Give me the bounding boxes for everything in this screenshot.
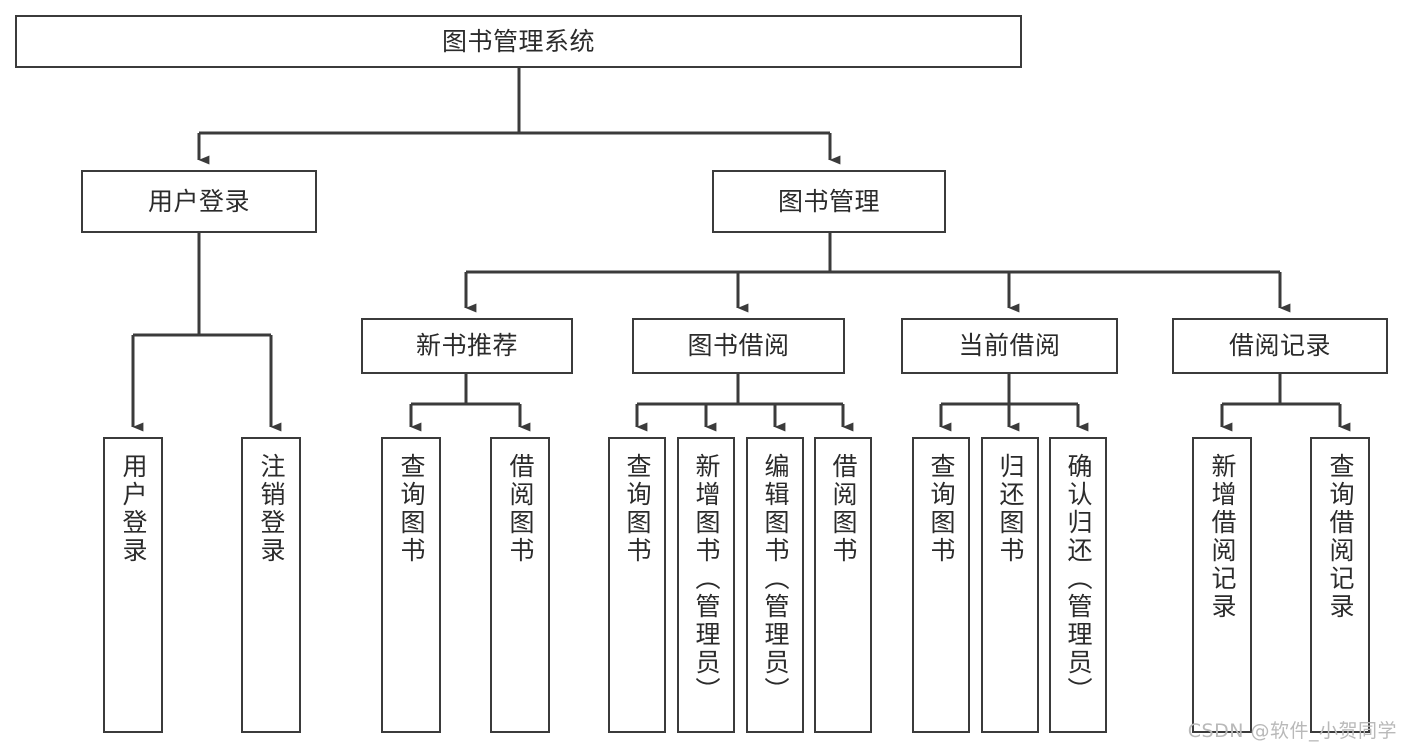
node-label: 查询图书 xyxy=(927,453,956,565)
node-borrow-record[interactable]: 借阅记录 xyxy=(1172,318,1388,374)
node-label: 新书推荐 xyxy=(415,331,518,361)
node-leaf-user-login[interactable]: 用户登录 xyxy=(103,437,163,733)
node-leaf-borrow-book-1[interactable]: 借阅图书 xyxy=(490,437,550,733)
node-label: 查询借阅记录 xyxy=(1326,453,1355,621)
node-label: 借阅记录 xyxy=(1228,331,1331,361)
node-label: 用户登录 xyxy=(147,186,250,216)
node-label: 查询图书 xyxy=(623,453,652,565)
node-leaf-borrow-book-2[interactable]: 借阅图书 xyxy=(814,437,872,733)
node-book-management[interactable]: 图书管理 xyxy=(712,170,946,233)
node-label: 查询图书 xyxy=(397,453,426,565)
node-current-borrow[interactable]: 当前借阅 xyxy=(901,318,1118,374)
node-label: 图书管理 xyxy=(777,186,880,216)
node-leaf-query-book-2[interactable]: 查询图书 xyxy=(608,437,666,733)
csdn-watermark: CSDN @软件_小贺同学 xyxy=(1187,720,1397,742)
node-label: 图书借阅 xyxy=(687,331,790,361)
node-root-book-management-system[interactable]: 图书管理系统 xyxy=(15,15,1022,68)
node-new-book-recommend[interactable]: 新书推荐 xyxy=(361,318,573,374)
node-label: 用户登录 xyxy=(119,453,148,565)
node-leaf-confirm-return[interactable]: 确认归还（管理员） xyxy=(1049,437,1107,733)
node-label: 借阅图书 xyxy=(829,453,858,565)
node-leaf-query-book-1[interactable]: 查询图书 xyxy=(381,437,441,733)
node-label: 编辑图书（管理员） xyxy=(761,453,790,705)
node-book-borrow[interactable]: 图书借阅 xyxy=(632,318,845,374)
node-leaf-add-record[interactable]: 新增借阅记录 xyxy=(1192,437,1252,733)
node-leaf-query-record[interactable]: 查询借阅记录 xyxy=(1310,437,1370,733)
node-label: 注销登录 xyxy=(257,453,286,565)
node-user-login[interactable]: 用户登录 xyxy=(81,170,317,233)
node-leaf-query-book-3[interactable]: 查询图书 xyxy=(912,437,970,733)
node-label: 新增借阅记录 xyxy=(1208,453,1237,621)
node-leaf-edit-book[interactable]: 编辑图书（管理员） xyxy=(746,437,804,733)
node-label: 新增图书（管理员） xyxy=(692,453,721,705)
node-label: 借阅图书 xyxy=(506,453,535,565)
node-label: 确认归还（管理员） xyxy=(1064,453,1093,705)
node-label: 当前借阅 xyxy=(958,331,1061,361)
node-leaf-add-book[interactable]: 新增图书（管理员） xyxy=(677,437,735,733)
node-label: 图书管理系统 xyxy=(441,26,595,56)
node-leaf-user-logout[interactable]: 注销登录 xyxy=(241,437,301,733)
node-leaf-return-book[interactable]: 归还图书 xyxy=(981,437,1039,733)
node-label: 归还图书 xyxy=(996,453,1025,565)
